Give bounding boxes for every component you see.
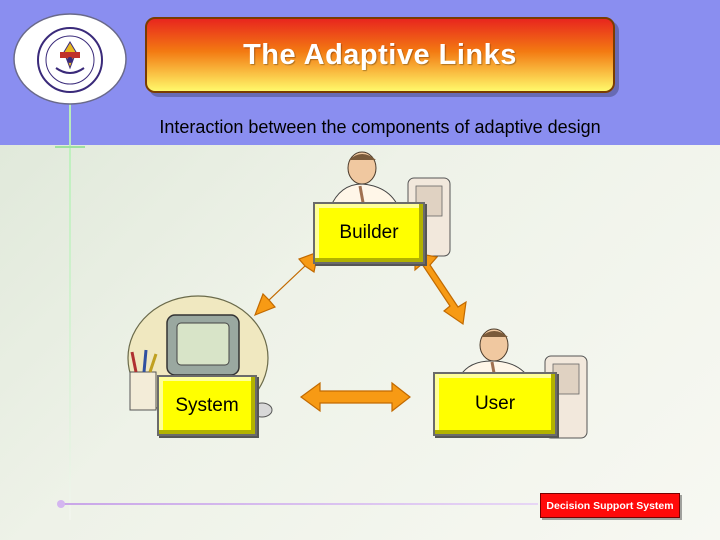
arrow-builder-user	[414, 252, 467, 326]
slide-title: The Adaptive Links	[243, 38, 517, 71]
footer-dot	[57, 500, 65, 508]
university-seal-logo	[13, 13, 127, 105]
node-system: System	[157, 375, 257, 436]
node-builder: Builder	[313, 202, 425, 264]
arrows	[253, 251, 467, 413]
left-rule-line	[69, 100, 71, 520]
footer-line	[60, 503, 538, 505]
arrow-system-user	[299, 381, 411, 413]
node-user: User	[433, 372, 557, 436]
cross-rule-line	[55, 146, 85, 148]
arrow-builder-system	[253, 251, 319, 317]
footer-badge: Decision Support System	[540, 493, 680, 518]
title-banner: The Adaptive Links	[145, 17, 615, 93]
slide-subtitle: Interaction between the components of ad…	[159, 117, 601, 137]
footer-label: Decision Support System	[546, 499, 674, 512]
